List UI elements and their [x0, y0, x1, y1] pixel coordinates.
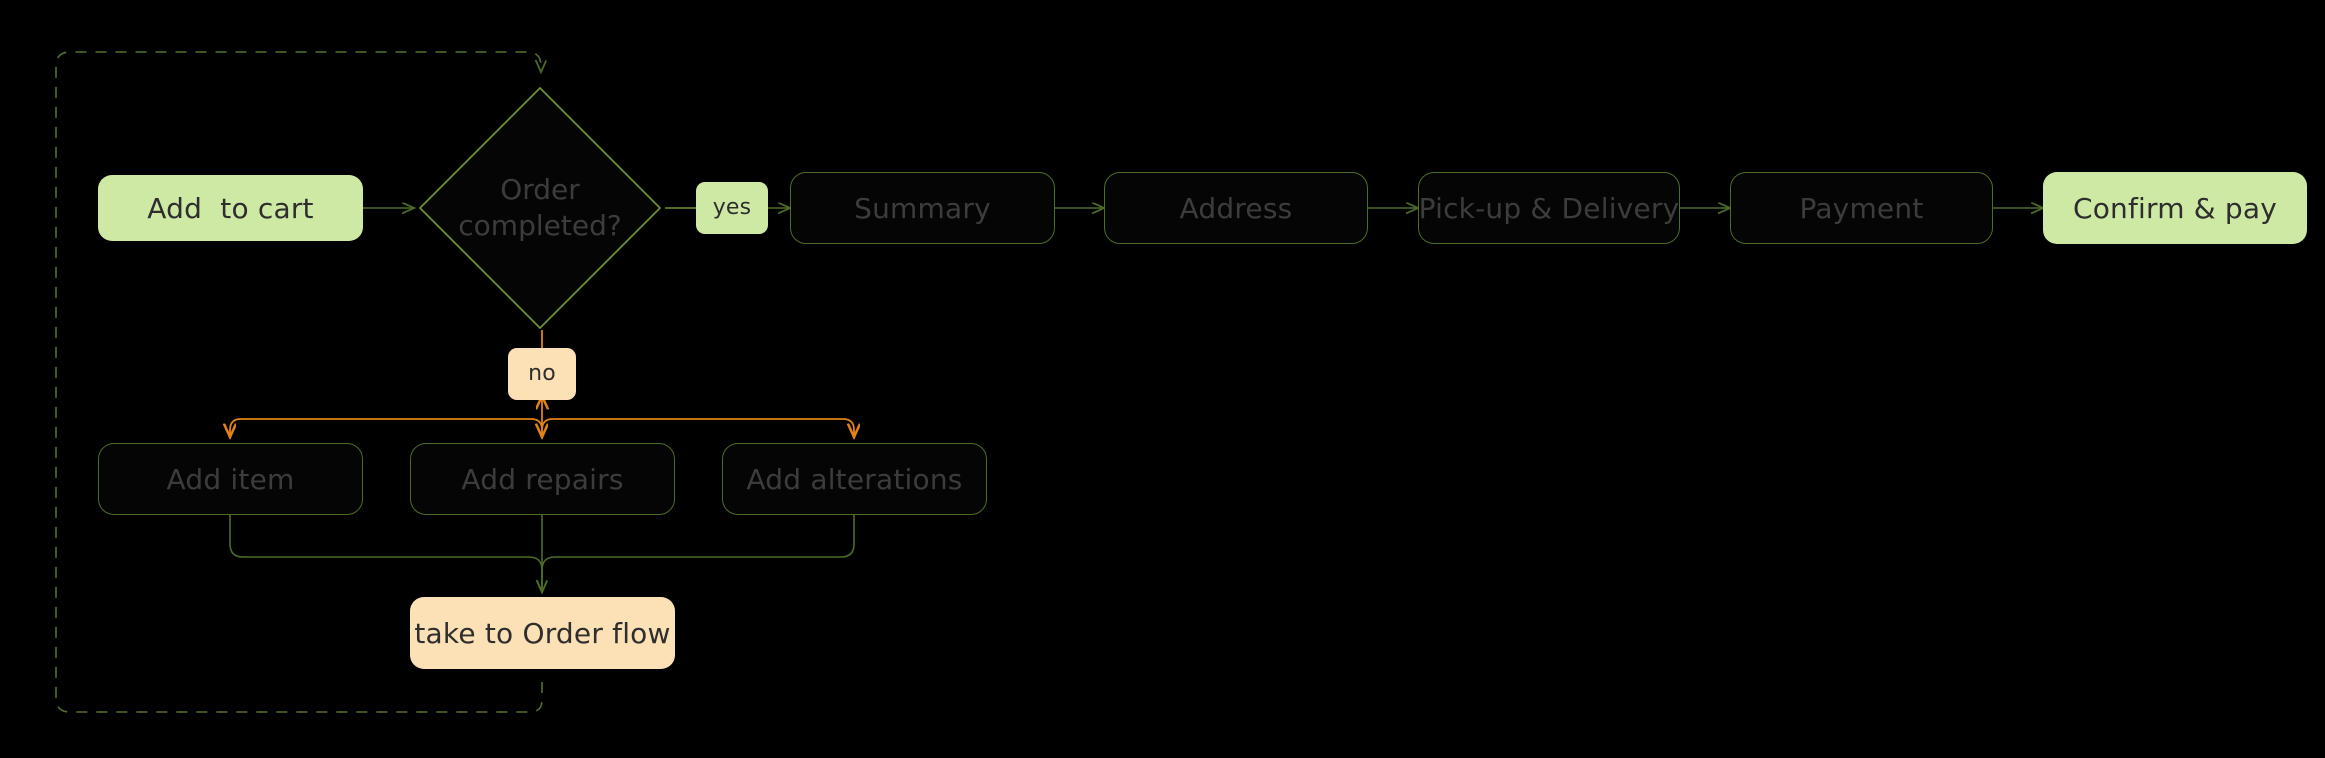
- edge-label-no-text: no: [528, 361, 556, 387]
- node-add-alterations[interactable]: Add alterations: [722, 443, 987, 515]
- edge-add-item-to-orderflow: [229, 515, 542, 592]
- node-address-label: Address: [1179, 191, 1293, 225]
- node-confirm-and-pay-label: Confirm & pay: [2072, 191, 2278, 225]
- node-pickup-delivery-label: Pick-up & Delivery: [1418, 191, 1680, 225]
- node-payment[interactable]: Payment: [1730, 172, 1993, 244]
- node-order-completed-decision[interactable]: Order completed?: [414, 82, 666, 334]
- node-add-to-cart[interactable]: Add to cart: [98, 175, 363, 241]
- edge-add-alterations-to-orderflow: [542, 515, 855, 592]
- edge-no-to-add-alterations: [541, 418, 854, 437]
- node-pickup-delivery[interactable]: Pick-up & Delivery: [1418, 172, 1680, 244]
- node-summary-label: Summary: [854, 191, 991, 225]
- edge-no-to-add-item: [230, 418, 543, 437]
- edge-label-no: no: [508, 348, 576, 400]
- node-take-to-order-flow-label: take to Order flow: [414, 616, 671, 650]
- node-add-item-label: Add item: [166, 462, 295, 496]
- node-order-completed-label: Order completed?: [458, 172, 622, 242]
- node-address[interactable]: Address: [1104, 172, 1368, 244]
- node-add-repairs-label: Add repairs: [461, 462, 624, 496]
- diamond-shape: [419, 87, 661, 329]
- node-take-to-order-flow[interactable]: take to Order flow: [410, 597, 675, 669]
- edge-label-yes-text: yes: [712, 195, 752, 221]
- node-add-to-cart-label: Add to cart: [147, 191, 314, 225]
- node-add-item[interactable]: Add item: [98, 443, 363, 515]
- node-confirm-and-pay[interactable]: Confirm & pay: [2043, 172, 2307, 244]
- node-add-alterations-label: Add alterations: [746, 462, 963, 496]
- edge-label-yes: yes: [696, 182, 768, 234]
- node-summary[interactable]: Summary: [790, 172, 1055, 244]
- node-payment-label: Payment: [1799, 191, 1924, 225]
- node-add-repairs[interactable]: Add repairs: [410, 443, 675, 515]
